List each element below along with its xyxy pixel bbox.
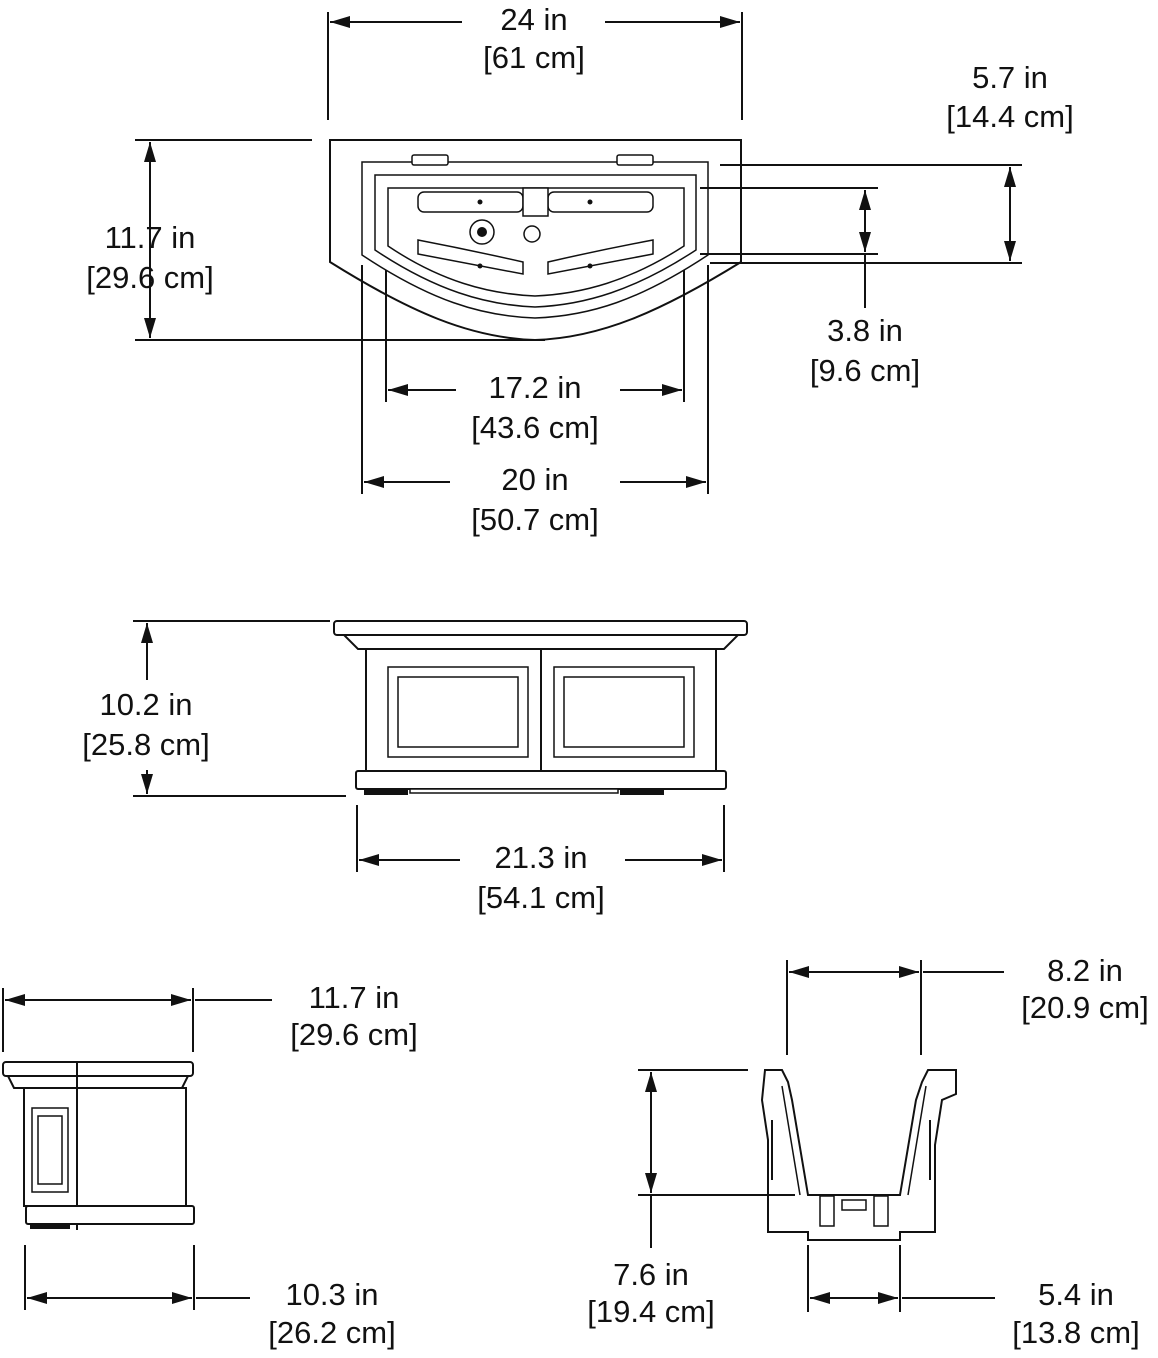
inner-width-cm: [43.6 cm] [471, 410, 599, 445]
front-view-dimensions: 10.2 in [25.8 cm] 21.3 in [54.1 cm] [82, 620, 725, 915]
outer-depth-in: 5.7 in [972, 60, 1048, 95]
top-view-drawing [329, 139, 742, 342]
side-view-drawing [2, 1061, 195, 1230]
side-base-depth-in: 10.3 in [285, 1277, 378, 1312]
front-base-width-cm: [54.1 cm] [477, 880, 605, 915]
front-height-cm: [25.8 cm] [82, 727, 210, 762]
top-depth-in: 11.7 in [105, 220, 196, 255]
top-depth-cm: [29.6 cm] [86, 260, 214, 295]
inner-width-in: 17.2 in [488, 370, 581, 405]
front-height-in: 10.2 in [99, 687, 192, 722]
mid-width-in: 20 in [501, 462, 568, 497]
inner-depth-cm: [9.6 cm] [810, 353, 920, 388]
side-base-depth-cm: [26.2 cm] [268, 1315, 396, 1350]
top-width-in: 24 in [500, 2, 567, 37]
side-top-depth-cm: [29.6 cm] [290, 1017, 418, 1052]
section-inner-height-cm: [19.4 cm] [587, 1294, 715, 1329]
outer-depth-cm: [14.4 cm] [946, 99, 1074, 134]
section-base-width-in: 5.4 in [1038, 1277, 1114, 1312]
mid-width-cm: [50.7 cm] [471, 502, 599, 537]
top-view-dimensions: 24 in [61 cm] 11.7 in [29.6 cm] 5.7 in [… [86, 2, 1074, 537]
section-view-drawing [760, 1069, 957, 1241]
section-top-width-cm: [20.9 cm] [1021, 990, 1149, 1025]
top-width-cm: [61 cm] [483, 40, 585, 75]
side-top-depth-in: 11.7 in [309, 980, 400, 1015]
inner-depth-in: 3.8 in [827, 313, 903, 348]
section-base-width-cm: [13.8 cm] [1012, 1315, 1140, 1350]
section-top-width-in: 8.2 in [1047, 953, 1123, 988]
side-view-dimensions: 11.7 in [29.6 cm] 10.3 in [26.2 cm] [2, 980, 418, 1350]
section-view-dimensions: 8.2 in [20.9 cm] 7.6 in [19.4 cm] 5.4 in… [587, 953, 1149, 1350]
section-inner-height-in: 7.6 in [613, 1257, 689, 1292]
front-view-drawing [333, 620, 748, 795]
front-base-width-in: 21.3 in [494, 840, 587, 875]
